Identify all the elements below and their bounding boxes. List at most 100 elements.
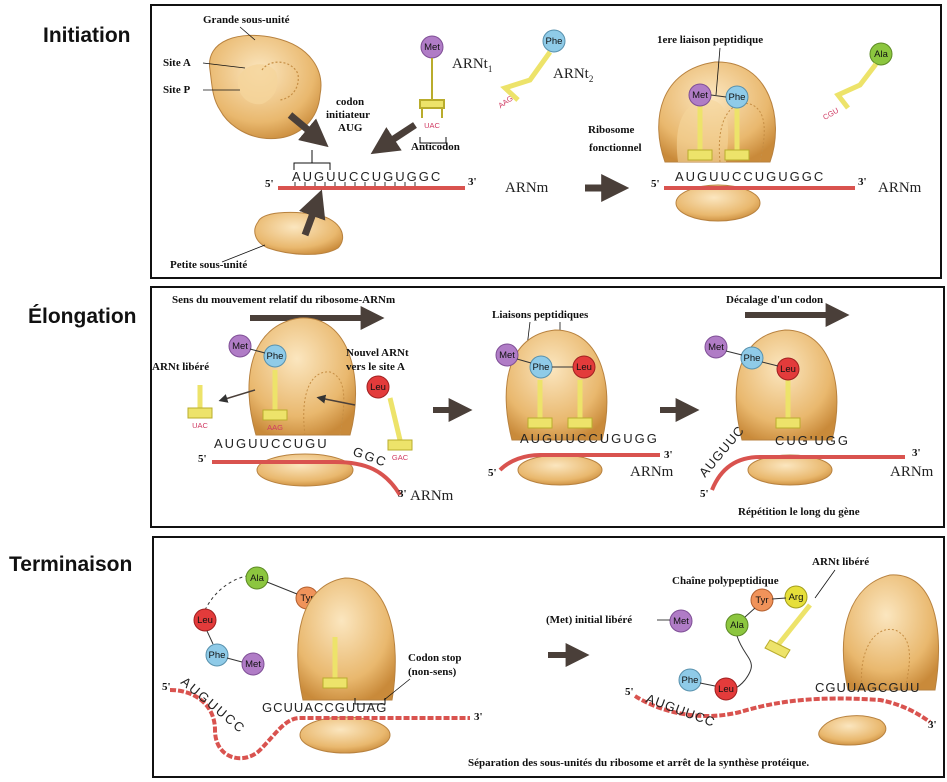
term-phe-text: Phe <box>209 650 226 661</box>
site-a-label: Site A <box>163 57 191 69</box>
term-released-trna <box>764 603 812 659</box>
term-ala-text: Ala <box>250 573 264 584</box>
svg-text:GAC: GAC <box>392 453 409 462</box>
elong1-seq: AUGUUCCUGU <box>214 436 329 451</box>
term2-3prime: 3' <box>928 719 937 731</box>
functional-label-2: fonctionnel <box>589 142 642 154</box>
svg-text:CGU: CGU <box>821 106 840 122</box>
repeat-label: Répétition le long du gène <box>738 506 860 518</box>
term2-arg-text: Arg <box>789 592 804 603</box>
stop-codon-label-2: (non-sens) <box>408 666 457 678</box>
site-p-label: Site P <box>163 84 190 96</box>
elong2-3prime: 3' <box>664 449 673 461</box>
mrna1-3prime: 3' <box>468 176 477 188</box>
elong3-phe-text: Phe <box>744 353 761 364</box>
new-trna-label-1: Nouvel ARNt <box>346 347 409 359</box>
initiation-large-subunit <box>209 34 322 140</box>
trna1-arrow <box>370 122 417 155</box>
elong1-met-text: Met <box>232 341 248 352</box>
mrna2-5prime: 5' <box>651 178 660 190</box>
elong1-3prime: 3' <box>398 488 407 500</box>
term2-leu-text: Leu <box>718 684 734 695</box>
released-trna-elong: UAC <box>187 385 213 430</box>
svg-text:UAC: UAC <box>192 421 208 430</box>
functional-ribosome <box>658 61 776 222</box>
elong3-3prime: 3' <box>912 447 921 459</box>
initiation-small-subunit <box>254 211 343 255</box>
term2-leu <box>714 677 738 701</box>
term-phe <box>205 643 229 667</box>
term2-tyr-text: Tyr <box>755 595 768 606</box>
elong2-met <box>495 343 519 367</box>
svg-text:Met: Met <box>692 90 708 101</box>
term-ala <box>245 566 269 590</box>
met-released-label: (Met) initial libéré <box>546 614 632 626</box>
stop-codon-label-1: Codon stop <box>408 652 462 664</box>
term-3prime: 3' <box>474 711 483 723</box>
elong3-5prime: 5' <box>700 488 709 500</box>
svg-text:Ala: Ala <box>874 49 888 60</box>
elong2-mrna <box>498 453 660 472</box>
mrna2-sequence: AUGUUCCUGUGGC <box>675 169 825 184</box>
direction-label: Sens du mouvement relatif du ribosome-AR… <box>172 294 395 306</box>
polypeptide-label: Chaîne polypeptidique <box>672 575 779 587</box>
elong3-seq-b: CUG'UGG <box>775 433 850 448</box>
small-subunit-arrow <box>299 189 326 237</box>
term2-seq-left: AUGUUCC <box>644 691 717 730</box>
elong3-met-text: Met <box>708 342 724 353</box>
functional-trna-phe: Phe <box>724 85 750 161</box>
elong3-leu <box>776 357 800 381</box>
svg-text:Phe: Phe <box>546 36 563 47</box>
trna2-label: ARNt2 <box>553 66 593 84</box>
trna1-met: Met UAC <box>419 35 445 130</box>
term-separated-large-subunit <box>842 574 940 691</box>
term2-mrna <box>633 694 932 724</box>
term-met <box>241 652 265 676</box>
codon-label-2: initiateur <box>326 109 370 121</box>
elong2-phe-text: Phe <box>533 362 550 373</box>
termination-title: Terminaison <box>9 553 133 576</box>
svg-text:Phe: Phe <box>729 92 746 103</box>
functional-trna-met: Met <box>687 83 713 161</box>
svg-text:Leu: Leu <box>370 382 386 393</box>
term-tyr-text: Tyr <box>300 593 313 604</box>
elong1-met <box>228 334 252 358</box>
codon-label-3: AUG <box>338 122 363 134</box>
elong3-leu-text: Leu <box>780 364 796 375</box>
ala-trna: Ala CGU <box>821 42 893 122</box>
elong2-seq: AUGUUCCUGUGG <box>520 431 659 446</box>
elong1-phe <box>263 344 287 368</box>
elong1-mrna <box>212 460 402 497</box>
mrna1-5prime: 5' <box>265 178 274 190</box>
term-seq-mid: GCUUACCGUUAG <box>262 700 387 715</box>
mrna2-3prime: 3' <box>858 176 867 188</box>
first-bond-label: 1ere liaison peptidique <box>657 34 763 46</box>
large-subunit-label: Grande sous-unité <box>203 14 290 26</box>
svg-text:UAC: UAC <box>424 121 440 130</box>
term2-phe <box>678 668 702 692</box>
released-trna-label: ARNt libéré <box>152 361 209 373</box>
shift-label: Décalage d'un codon <box>726 294 823 306</box>
codon-label-1: codon <box>336 96 364 108</box>
elong2-5prime: 5' <box>488 467 497 479</box>
term-leu-text: Leu <box>197 615 213 626</box>
elong2-trnas <box>527 380 593 429</box>
small-subunit-label: Petite sous-unité <box>170 259 247 271</box>
mrna2-label: ARNm <box>878 180 922 196</box>
new-trna-label-2: vers le site A <box>346 361 405 373</box>
elong-new-trna-leu: Leu GAC <box>366 375 413 462</box>
svg-text:Met: Met <box>424 42 440 53</box>
peptide-bonds-label: Liaisons peptidiques <box>492 309 589 321</box>
large-subunit-arrow <box>287 112 329 148</box>
initiation-title: Initiation <box>43 24 131 47</box>
anticodon-label: Anticodon <box>411 141 460 153</box>
term-met-text: Met <box>245 659 261 670</box>
separation-label: Séparation des sous-unités du ribosome e… <box>468 757 809 769</box>
elong2-mrna-label: ARNm <box>630 464 674 480</box>
term-released-met-text: Met <box>673 616 689 627</box>
elong1-5prime: 5' <box>198 453 207 465</box>
elongation-1-trna-phe: AAG <box>262 370 288 432</box>
trna1-label: ARNt1 <box>452 56 492 74</box>
term2-phe-text: Phe <box>682 675 699 686</box>
